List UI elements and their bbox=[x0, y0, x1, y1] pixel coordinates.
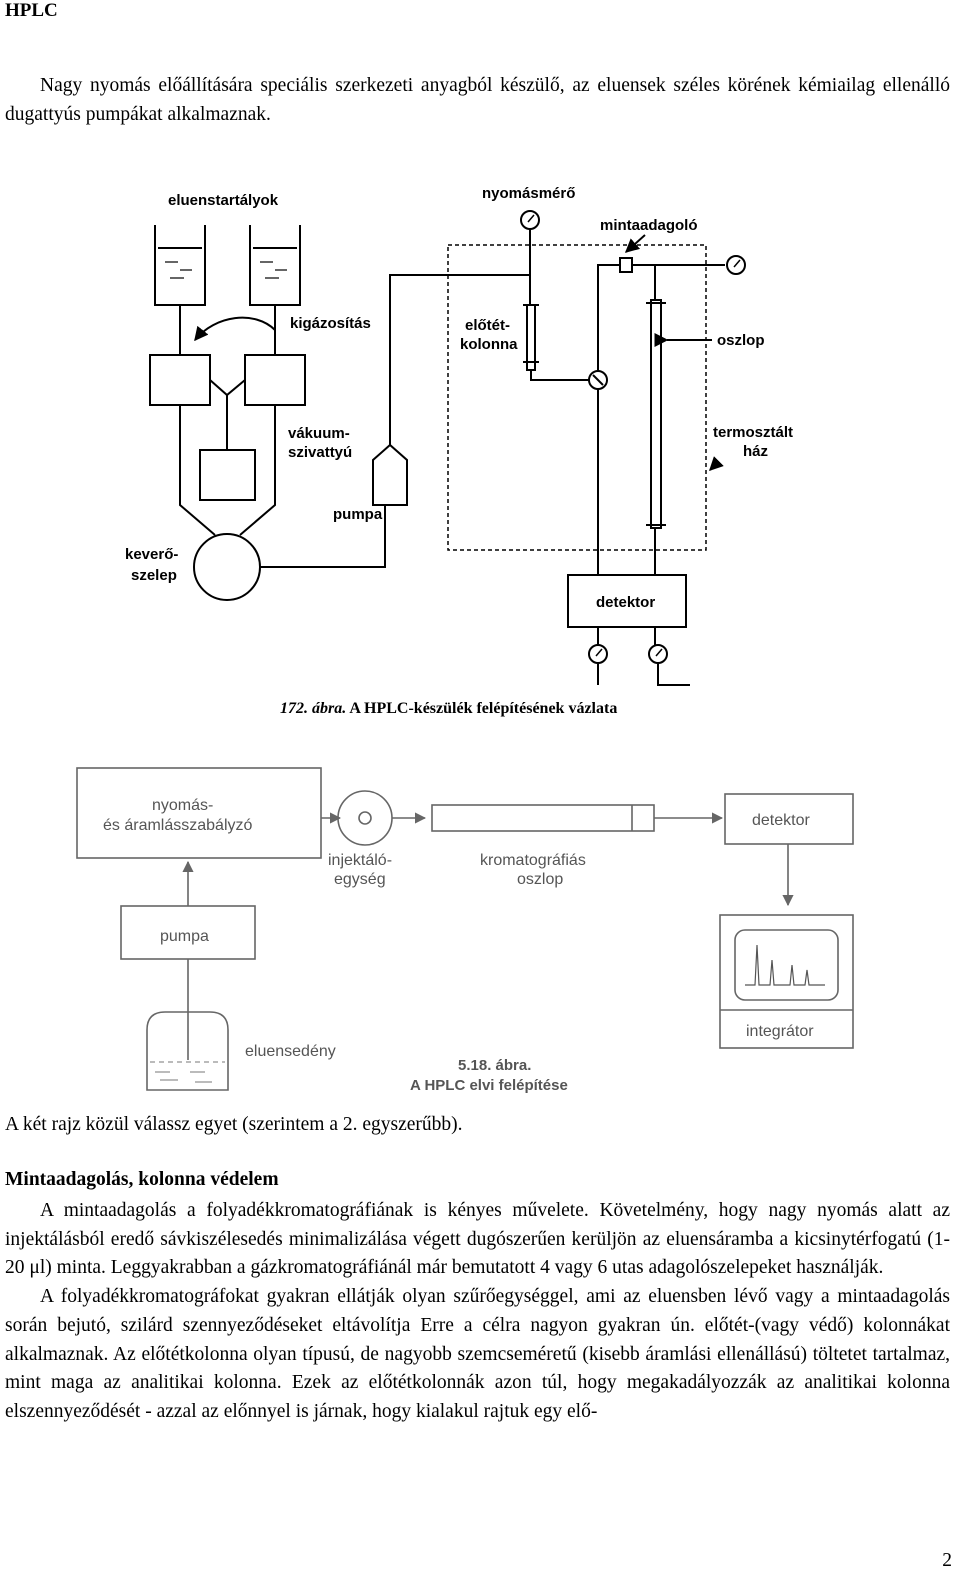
label-regulator-1: nyomás- bbox=[152, 797, 213, 814]
degasser-box-left bbox=[149, 354, 211, 406]
figure-2-hplc-principle: nyomás- és áramlásszabályzó detektor inj… bbox=[76, 767, 854, 1094]
figure-2-caption-2: A HPLC elvi felépítése bbox=[410, 1077, 568, 1094]
mixing-valve bbox=[193, 533, 261, 601]
figure-1-caption: 172. ábra. A HPLC-készülék felépítésének… bbox=[280, 700, 617, 718]
figure-1-caption-number: 172. ábra. bbox=[280, 700, 347, 717]
label-elotet-1: előtét- bbox=[465, 317, 510, 334]
section-paragraph-1: A mintaadagolás a folyadékkromatográfián… bbox=[5, 1200, 950, 1279]
label-kevero-1: keverő- bbox=[125, 546, 178, 563]
vacuum-pump-box bbox=[199, 449, 256, 501]
detector-box bbox=[567, 574, 687, 628]
label-termosztalt-1: termosztált bbox=[713, 424, 793, 441]
regulator-box bbox=[76, 767, 322, 859]
figure-1-hplc-apparatus: eluenstartályok nyomásmérő mintaadagoló … bbox=[125, 185, 793, 686]
label-elotet-2: kolonna bbox=[460, 336, 518, 353]
injector-circle bbox=[337, 790, 393, 846]
intro-text: Nagy nyomás előállítására speciális szer… bbox=[5, 75, 950, 125]
label-vakuum-1: vákuum- bbox=[288, 425, 350, 442]
label-integrator: integrátor bbox=[746, 1023, 814, 1040]
section-heading: Mintaadagolás, kolonna védelem bbox=[5, 1169, 279, 1190]
intro-paragraph: Nagy nyomás előállítására speciális szer… bbox=[5, 72, 950, 129]
analytical-column bbox=[650, 299, 662, 529]
sample-injector bbox=[619, 257, 633, 273]
figure-2-caption-1: 5.18. ábra. bbox=[458, 1057, 531, 1074]
label-mintaadagolo: mintaadagoló bbox=[600, 217, 698, 234]
label-detektor-2: detektor bbox=[752, 812, 810, 829]
pump-shape bbox=[372, 443, 408, 506]
chromatographic-column bbox=[431, 804, 655, 832]
label-kevero-2: szelep bbox=[131, 567, 177, 584]
choice-paragraph: A két rajz közül válassz egyet (szerinte… bbox=[5, 1111, 950, 1140]
label-regulator-2: és áramlásszabályzó bbox=[103, 817, 253, 834]
label-kigazositas: kigázosítás bbox=[290, 315, 371, 332]
figure-1-caption-text: A HPLC-készülék felépítésének vázlata bbox=[349, 700, 618, 717]
label-pumpa: pumpa bbox=[333, 506, 383, 523]
label-pumpa-2: pumpa bbox=[160, 928, 209, 945]
label-kromat-2: oszlop bbox=[517, 871, 563, 888]
choice-text: A két rajz közül válassz egyet (szerinte… bbox=[5, 1114, 463, 1135]
page-header: HPLC bbox=[5, 0, 58, 21]
section-body: A mintaadagolás a folyadékkromatográfián… bbox=[5, 1197, 950, 1427]
reservoir-right bbox=[249, 225, 301, 306]
label-oszlop: oszlop bbox=[717, 332, 765, 349]
label-injektalo-1: injektáló- bbox=[328, 852, 392, 869]
detector-box-2 bbox=[724, 793, 854, 845]
thermostat-housing bbox=[447, 244, 707, 551]
pressure-gauge-right bbox=[726, 255, 746, 275]
label-eluenstartalyok: eluenstartályok bbox=[168, 192, 279, 209]
label-detektor: detektor bbox=[596, 594, 655, 611]
label-vakuum-2: szivattyú bbox=[288, 444, 352, 461]
section-paragraph-2: A folyadékkromatográfokat gyakran ellátj… bbox=[5, 1286, 950, 1422]
precolumn bbox=[526, 304, 536, 371]
label-injektalo-2: egység bbox=[334, 871, 386, 888]
label-termosztalt-2: ház bbox=[743, 443, 768, 460]
eluent-vessel bbox=[146, 1011, 229, 1091]
integrator-box bbox=[719, 914, 854, 1049]
reservoir-left bbox=[154, 225, 206, 306]
label-nyomasmero: nyomásmérő bbox=[482, 185, 575, 202]
page-number: 2 bbox=[942, 1550, 952, 1571]
degasser-box-right bbox=[244, 354, 306, 406]
label-eluensedeny: eluensedény bbox=[245, 1043, 336, 1060]
label-kromat-1: kromatográfiás bbox=[480, 852, 586, 869]
